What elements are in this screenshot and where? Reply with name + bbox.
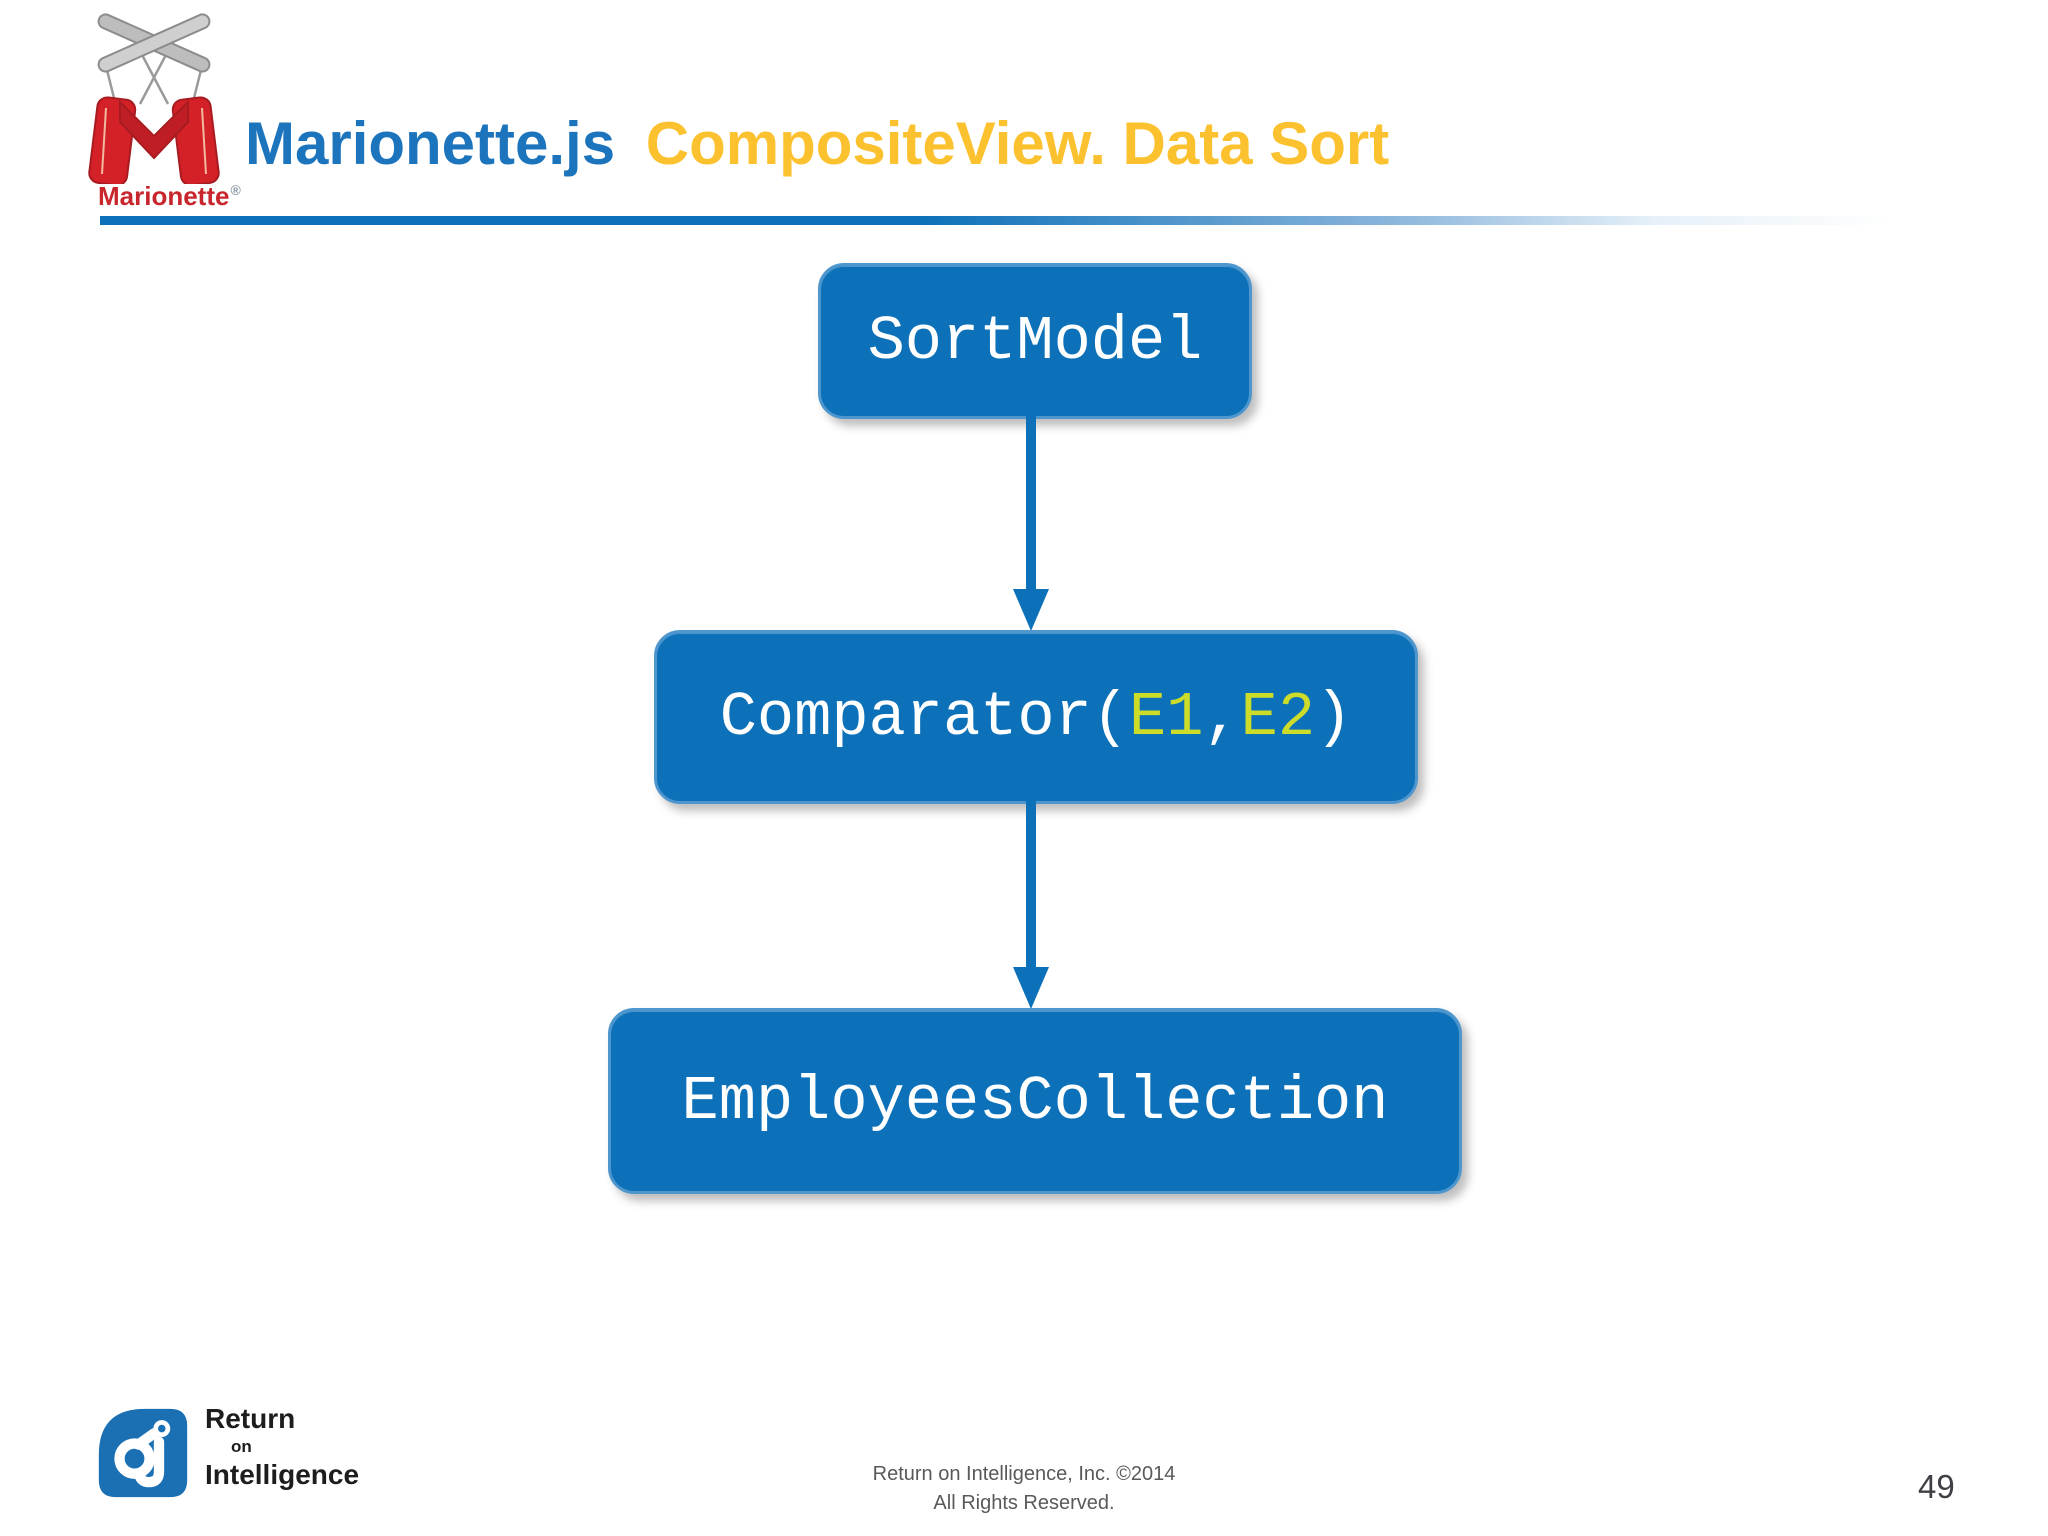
comparator-arg2: E2 bbox=[1240, 681, 1316, 753]
diagram-box-employeescollection: EmployeesCollection bbox=[608, 1008, 1462, 1194]
page-title-topic: CompositeView. Data Sort bbox=[645, 110, 1390, 178]
diagram-box-sortmodel: SortModel bbox=[818, 263, 1252, 419]
comparator-suffix: ) bbox=[1315, 681, 1353, 753]
footer-brand-line1: Return bbox=[205, 1403, 296, 1434]
brand-wordmark: Marionette® bbox=[98, 181, 241, 212]
copyright-line1: Return on Intelligence, Inc. ©2014 bbox=[872, 1463, 1176, 1485]
comparator-prefix: Comparator( bbox=[719, 681, 1129, 753]
footer-brand-wordmark: Return on Intelligence bbox=[205, 1404, 359, 1490]
trademark-symbol: ® bbox=[230, 182, 241, 199]
arrow-comparator-to-collection bbox=[1026, 798, 1036, 968]
page-title-library: Marionette.js bbox=[245, 110, 616, 178]
comparator-comma: , bbox=[1203, 681, 1241, 753]
arrowhead-down-icon bbox=[1013, 967, 1049, 1009]
footer-brand-line3: Intelligence bbox=[205, 1459, 360, 1491]
footer-brand-line2: on bbox=[231, 1437, 252, 1457]
copyright-line2: All Rights Reserved. bbox=[933, 1492, 1115, 1514]
diagram-box-comparator: Comparator(E1,E2) bbox=[654, 630, 1418, 804]
comparator-arg1: E1 bbox=[1129, 681, 1204, 753]
diagram-box-employeescollection-label: EmployeesCollection bbox=[681, 1065, 1389, 1137]
footer-copyright: Return on Intelligence, Inc. ©2014 All R… bbox=[774, 1460, 1274, 1518]
return-on-intelligence-logo-icon bbox=[98, 1408, 188, 1498]
page-title: Marionette.js CompositeView. Data Sort bbox=[245, 102, 1389, 186]
marionette-logo-icon bbox=[88, 13, 220, 184]
diagram-box-sortmodel-label: SortModel bbox=[867, 305, 1203, 377]
page-number: 49 bbox=[1918, 1468, 1955, 1505]
arrow-sortmodel-to-comparator bbox=[1026, 413, 1036, 593]
brand-wordmark-text: Marionette bbox=[98, 181, 230, 211]
header-divider bbox=[100, 216, 1930, 225]
arrowhead-down-icon bbox=[1013, 589, 1049, 631]
